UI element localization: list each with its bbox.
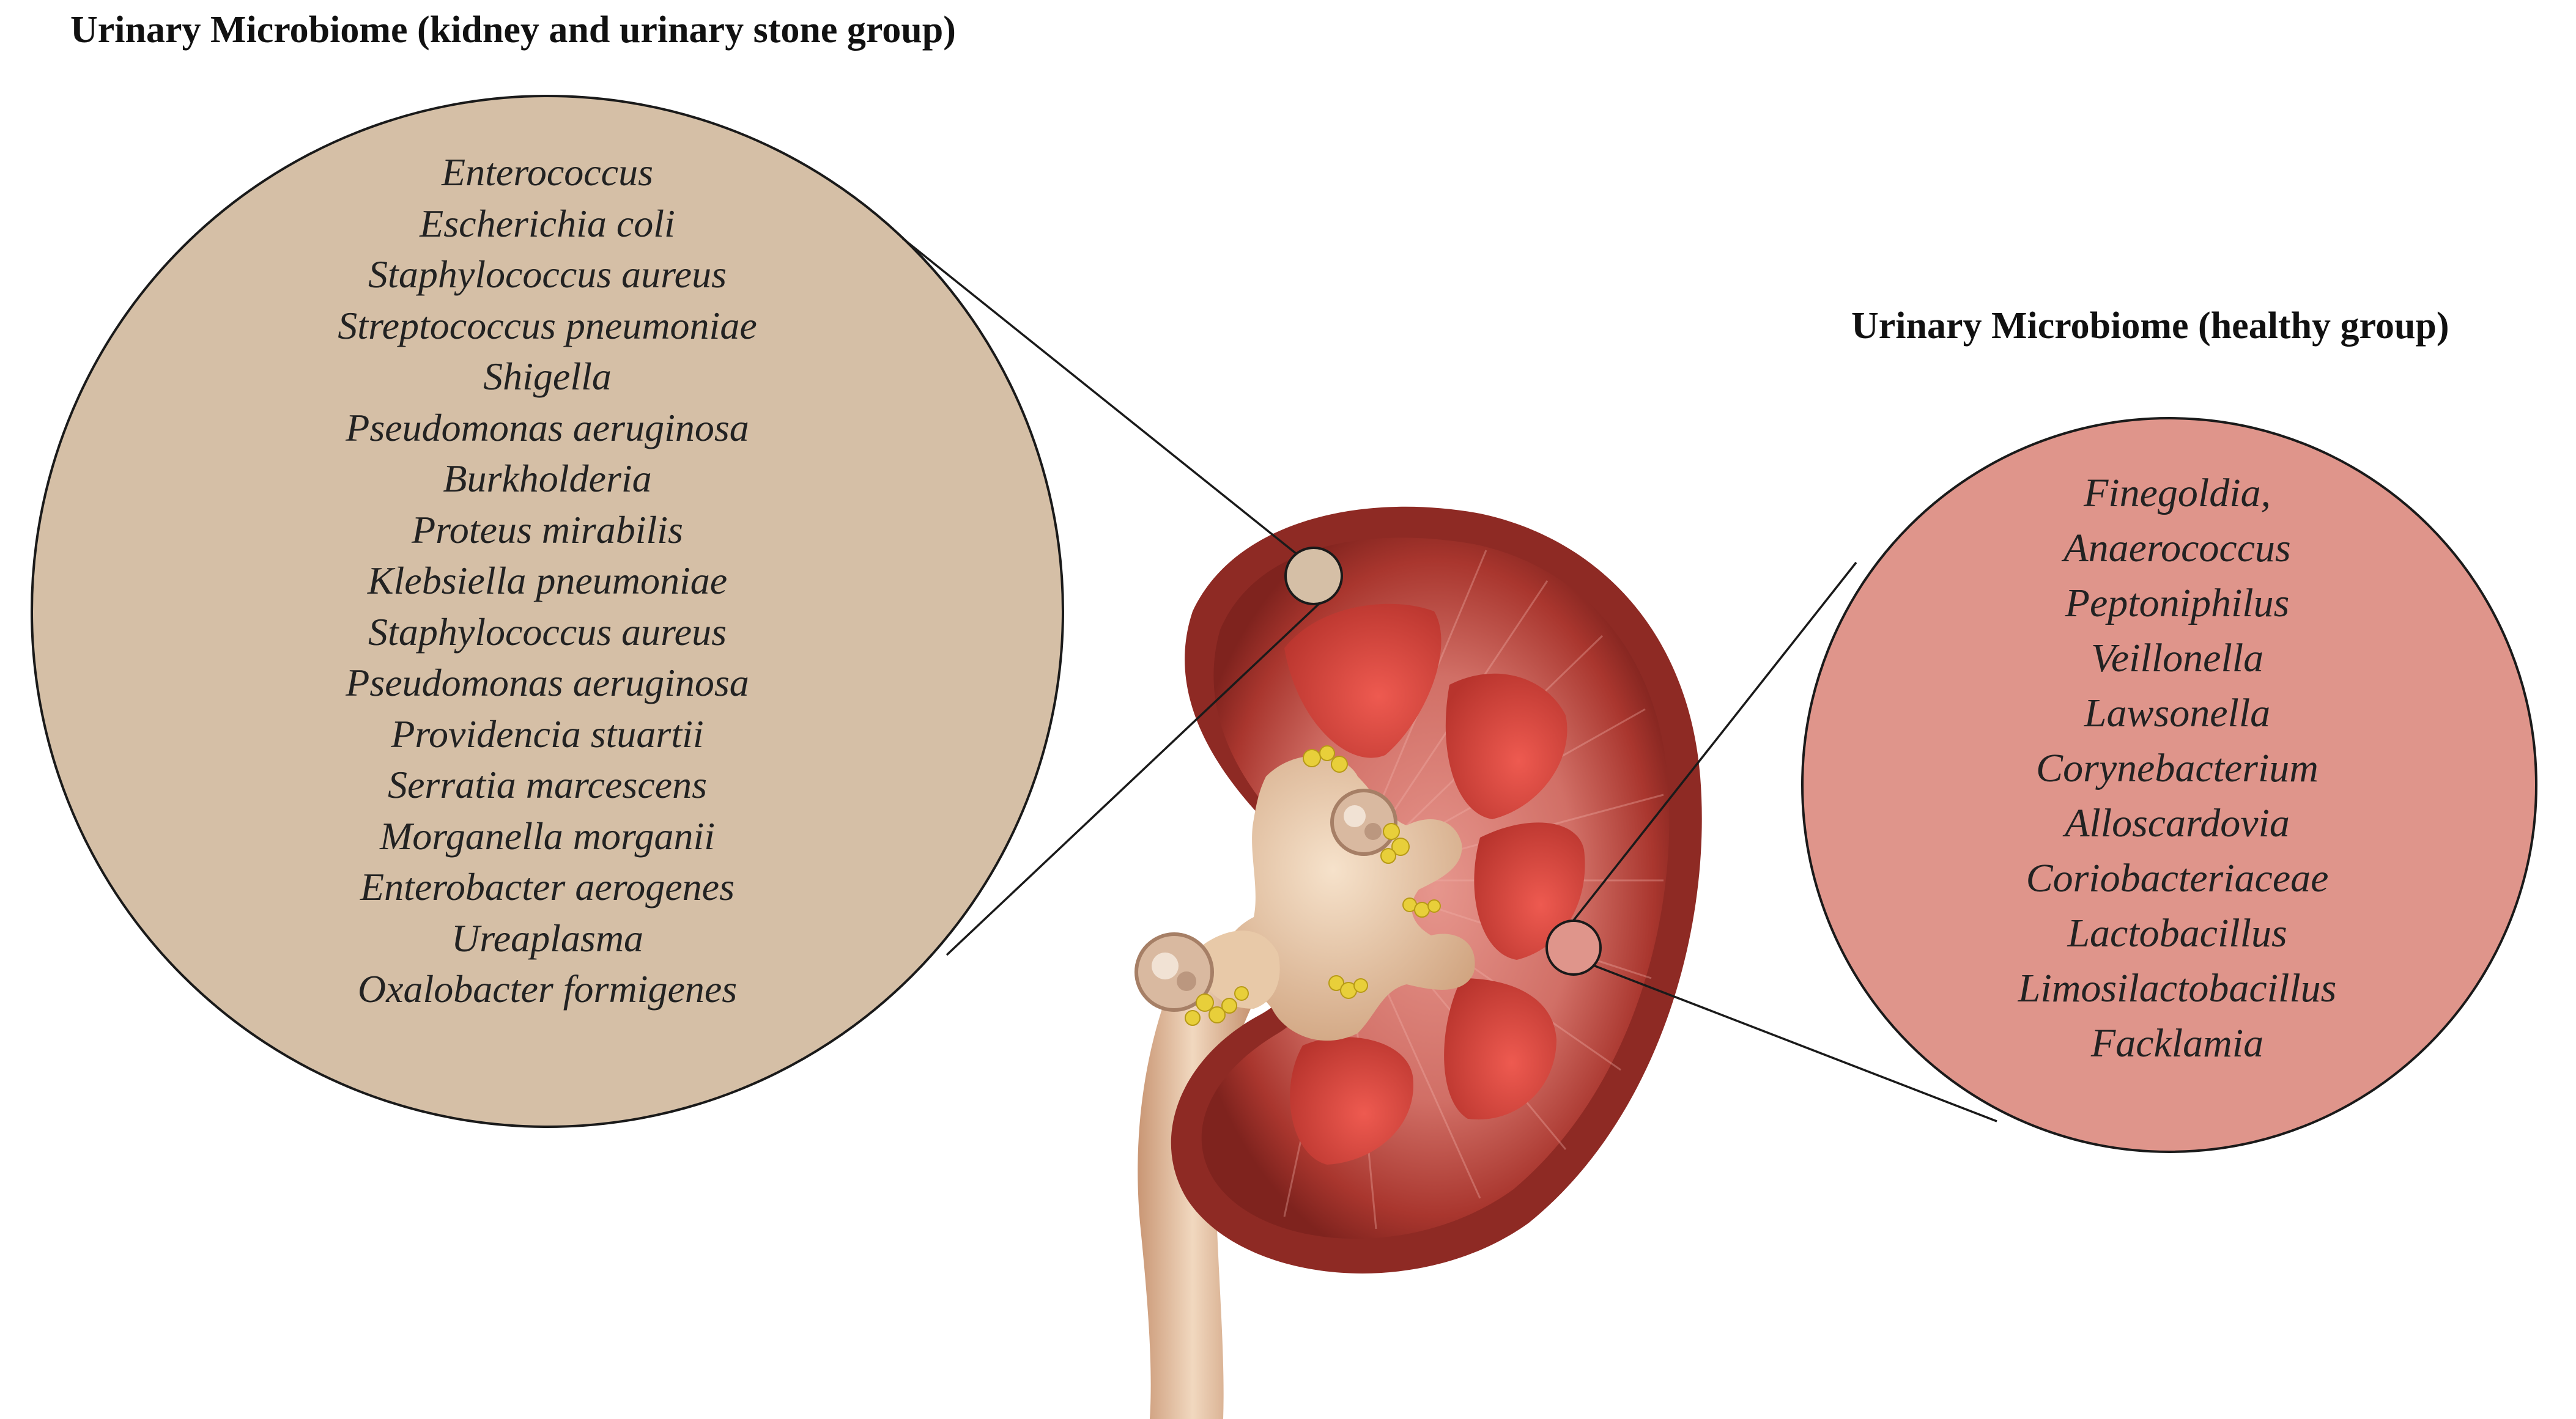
species-item: Oxalobacter formigenes [357, 967, 738, 1011]
species-item: Lawsonella [2084, 691, 2271, 735]
species-item: Lactobacillus [2067, 911, 2287, 956]
healthy-group-title: Urinary Microbiome (healthy group) [1851, 305, 2449, 347]
healthy-group-species-list: Finegoldia, Anaerococcus Peptoniphilus V… [1957, 466, 2397, 1071]
renal-pelvis [1217, 756, 1475, 1041]
species-item: Facklamia [2090, 1021, 2264, 1066]
species-item: Serratia marcescens [388, 763, 707, 806]
species-item: Morganella morganii [379, 814, 716, 858]
stone-sample-circle [1284, 547, 1343, 605]
species-item: Shigella [483, 355, 612, 398]
species-item: Enterococcus [442, 150, 653, 194]
stone-group-species-list: Enterococcus Escherichia coli Staphyloco… [239, 147, 856, 1015]
stone-group-title: Urinary Microbiome (kidney and urinary s… [70, 9, 956, 51]
species-item: Providencia stuartii [391, 712, 704, 756]
species-item: Staphylococcus aureus [368, 610, 727, 654]
species-item: Pseudomonas aeruginosa [346, 661, 749, 704]
species-item: Staphylococcus aureus [368, 252, 727, 296]
species-item: Streptococcus pneumoniae [338, 303, 757, 347]
species-item: Klebsiella pneumoniae [367, 559, 728, 602]
species-item: Burkholderia [443, 457, 652, 500]
species-item: Veillonella [2090, 636, 2264, 680]
kidney-stones [1134, 745, 1441, 1026]
healthy-group-circle [1801, 417, 2537, 1153]
species-item: Pseudomonas aeruginosa [346, 405, 749, 449]
renal-pyramids [1284, 603, 1585, 1165]
species-item: Alloscardovia [2065, 801, 2290, 846]
species-item: Limosilactobacillus [2018, 966, 2337, 1011]
species-item: Escherichia coli [420, 201, 675, 245]
species-item: Corynebacterium [2036, 746, 2319, 791]
healthy-sample-circle [1545, 920, 1602, 976]
callout-lines [901, 237, 1997, 1122]
species-item: Peptoniphilus [2065, 581, 2290, 625]
species-item: Coriobacteriaceae [2026, 856, 2329, 901]
stone-group-circle [31, 95, 1064, 1128]
species-item: Ureaplasma [451, 916, 644, 960]
species-item: Finegoldia, [2083, 471, 2271, 515]
species-item: Proteus mirabilis [412, 507, 683, 551]
ureter-junction [1193, 931, 1280, 1009]
species-item: Enterobacter aerogenes [360, 865, 735, 909]
species-item: Anaerococcus [2063, 526, 2291, 570]
